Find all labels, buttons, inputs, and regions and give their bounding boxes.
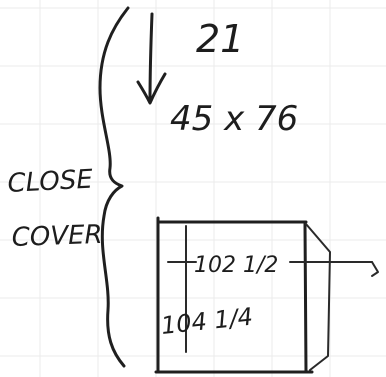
curly-brace [98, 6, 130, 368]
cover-label: COVER [11, 220, 103, 253]
width-measure-line [167, 261, 379, 277]
width-measure-label: 102 1/2 [194, 253, 278, 278]
down-arrow-icon [136, 12, 167, 105]
close-label: CLOSE [7, 165, 94, 199]
height-measure-label: 104 1/4 [160, 302, 254, 339]
count-label: 21 [196, 17, 244, 61]
dimensions-label: 45 x 76 [170, 99, 298, 139]
cover-box-drawing [154, 216, 331, 374]
